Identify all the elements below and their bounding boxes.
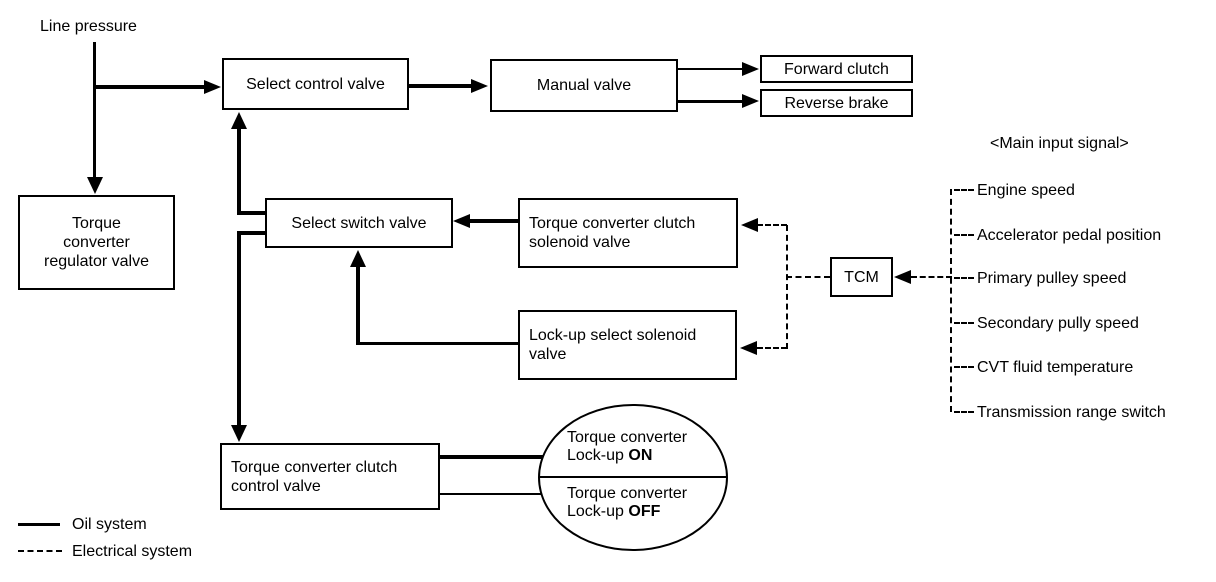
torque-converter-clutch-solenoid-valve-node: Torque converter clutch solenoid valve [518,198,738,268]
lock-up-off-state: OFF [628,503,661,520]
tcc-control-to-lockup-off-line [438,493,550,495]
lock-up-on-line1: Torque converter [567,429,688,446]
arrow-up-into-select-switch-valve-icon [350,250,366,267]
signal-item-engine-speed: Engine speed [977,182,1075,199]
ssv-lower-stub-line [237,231,267,235]
signal-connector-dash [954,234,974,236]
legend-electrical-line-sample [18,550,62,552]
signal-connector-dash [954,189,974,191]
tcc-control-to-lockup-on-line [438,455,548,459]
line-pressure-label: Line pressure [40,18,137,35]
lock-up-off-line1: Torque converter [567,485,688,502]
lock-up-on-state: ON [628,447,653,464]
tcm-branch-vertical-dashed-line [786,225,788,349]
lock-up-on-line2: Lock-up [567,447,629,464]
reverse-brake-node: Reverse brake [760,89,913,117]
tcm-to-tcc-solenoid-dashed-line [757,224,787,226]
signal-item-accelerator-pedal-position: Accelerator pedal position [977,227,1162,244]
signal-connector-dash [954,366,974,368]
manual-valve-to-forward-clutch-line [677,68,744,70]
lockup-solenoid-vertical-line [356,264,360,345]
signal-item-cvt-fluid-temperature: CVT fluid temperature [977,359,1134,376]
lock-up-state-divider [540,476,726,478]
signal-bus-vertical-dashed-line [950,189,952,412]
main-input-signal-heading: <Main input signal> [990,135,1129,152]
line-pressure-branch-line [93,85,205,89]
select-control-valve-node: Select control valve [222,58,409,110]
arrow-right-into-select-control-valve-icon [204,80,221,94]
tcc-solenoid-to-ssv-line [468,219,518,223]
tcm-to-lockup-solenoid-dashed-line [757,347,787,349]
legend-oil-line-sample [18,523,60,526]
arrow-up-into-select-control-valve-icon [231,112,247,129]
lockup-solenoid-horizontal-line [356,342,518,345]
arrow-left-into-select-switch-valve-icon [453,214,470,228]
manual-valve-to-reverse-brake-line [677,100,744,103]
line-pressure-vertical-line [93,42,96,178]
signal-connector-dash [954,411,974,413]
legend-electrical-system-label: Electrical system [72,543,193,560]
tcm-node: TCM [830,257,893,297]
arrow-right-into-manual-valve-icon [471,79,488,93]
ssv-to-tcc-control-valve-vertical-line [237,231,241,426]
select-switch-valve-node: Select switch valve [265,198,453,248]
lock-up-off-line2: Lock-up [567,503,629,520]
signal-item-secondary-pully-speed: Secondary pully speed [977,315,1139,332]
signal-item-transmission-range-switch: Transmission range switch [977,404,1166,421]
tcm-output-dashed-line [786,276,830,278]
arrow-down-into-tcc-control-valve-icon [231,425,247,442]
signal-connector-dash [954,277,974,279]
forward-clutch-node: Forward clutch [760,55,913,83]
lock-up-off-label: Torque converter Lock-up OFF [567,485,687,521]
arrow-right-into-reverse-brake-icon [742,94,759,108]
lock-up-select-solenoid-valve-node: Lock-up select solenoid valve [518,310,737,380]
torque-converter-clutch-control-valve-node: Torque converter clutch control valve [220,443,440,510]
arrow-left-into-lockup-solenoid-icon [740,341,757,355]
torque-converter-regulator-valve-node: Torque converter regulator valve [18,195,175,290]
signals-to-tcm-dashed-line [911,276,952,278]
scv-to-manual-valve-line [408,84,472,88]
ssv-to-scv-vertical-line [237,126,241,215]
arrow-down-into-regulator-valve-icon [87,177,103,194]
ssv-upper-stub-line [237,211,267,215]
lock-up-on-label: Torque converter Lock-up ON [567,429,687,465]
arrow-left-into-tcm-icon [894,270,911,284]
legend-oil-system-label: Oil system [72,516,147,533]
manual-valve-node: Manual valve [490,59,678,112]
arrow-left-into-tcc-solenoid-icon [741,218,758,232]
arrow-right-into-forward-clutch-icon [742,62,759,76]
signal-item-primary-pulley-speed: Primary pulley speed [977,270,1127,287]
signal-connector-dash [954,322,974,324]
